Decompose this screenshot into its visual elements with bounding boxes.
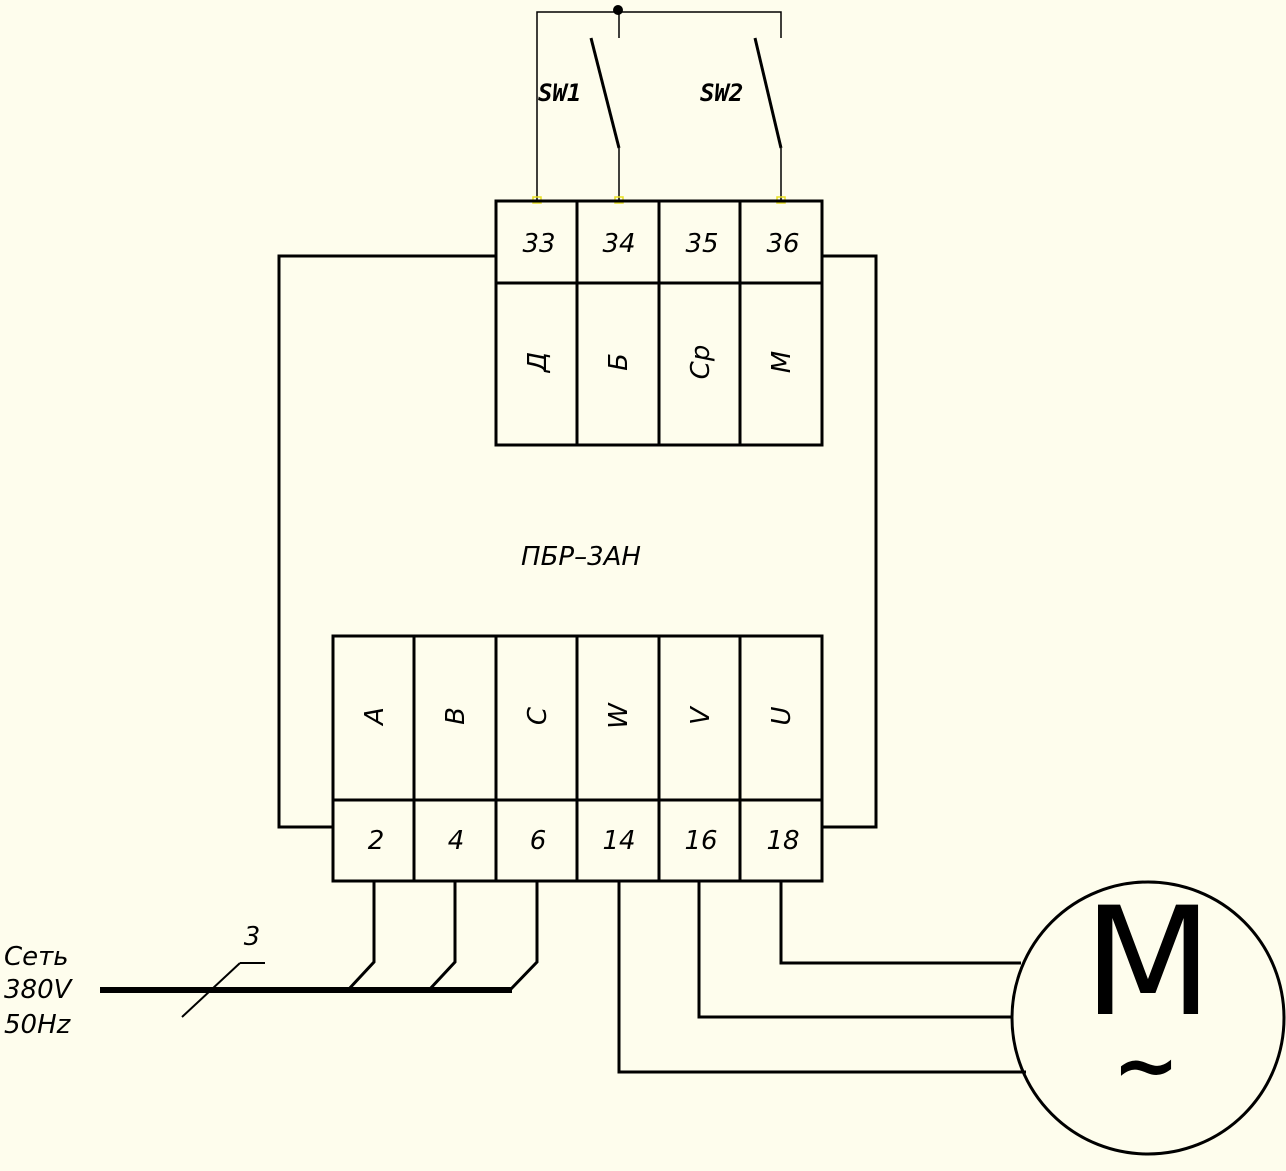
top-terminal-number: 34 (602, 229, 635, 259)
top-terminal-letter: М (767, 351, 797, 373)
bottom-terminal-letter: А (360, 707, 390, 727)
bottom-terminal-block (331, 634, 824, 883)
top-terminal-number: 35 (685, 229, 718, 259)
supply-frequency: 50Hz (4, 1010, 72, 1040)
wire-count-label: 3 (244, 922, 261, 952)
switch-wiring (536, 11, 782, 200)
device-name: ПБР–3АН (521, 542, 641, 572)
bottom-terminal-letter: U (767, 706, 797, 725)
bottom-terminal-number: 16 (684, 826, 717, 856)
bottom-terminal-number: 14 (602, 826, 635, 856)
bottom-terminal-letter: В (441, 707, 471, 725)
switch-sw2-label: SW2 (700, 79, 743, 107)
switch-sw1 (589, 37, 621, 149)
top-terminal-number: 33 (522, 229, 555, 259)
bottom-terminal-number: 18 (766, 826, 799, 856)
supply-label: Сеть (4, 942, 69, 972)
bottom-terminal-letter: С (523, 706, 553, 725)
junction-dot (613, 5, 623, 15)
motor-ac-symbol: ~ (1112, 1019, 1179, 1112)
top-terminal-block (494, 199, 824, 447)
motor-wiring (617, 881, 1026, 1074)
bottom-terminal-number: 2 (368, 826, 385, 856)
top-terminal-letter: Ср (686, 345, 716, 380)
bottom-terminal-letter: V (686, 705, 716, 725)
bottom-terminal-letter: W (604, 702, 634, 729)
supply-voltage: 380V (4, 975, 74, 1005)
switch-sw2 (753, 37, 783, 149)
bottom-terminal-number: 6 (530, 826, 547, 856)
top-terminal-letter: Д (523, 352, 553, 373)
motor-letter: M (1083, 876, 1212, 1050)
top-terminal-number: 36 (766, 229, 799, 259)
motor-circle (1010, 880, 1286, 1156)
device-outline (277, 254, 878, 829)
top-terminal-letter: Б (604, 353, 634, 371)
bottom-terminal-number: 4 (448, 826, 465, 856)
supply-wiring (346, 881, 539, 992)
wire-count-marker (181, 962, 265, 1018)
switch-sw1-label: SW1 (538, 79, 581, 107)
